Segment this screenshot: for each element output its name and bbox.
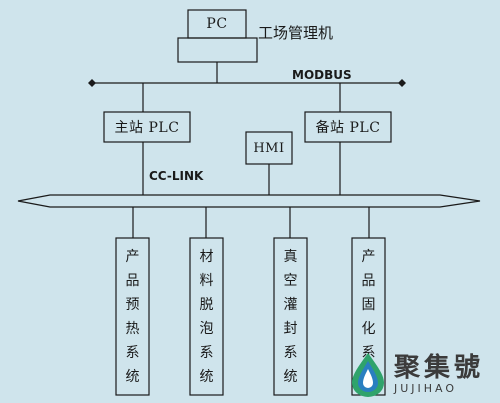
subsystem-box-2 [189, 237, 224, 396]
subsystem-label-char: 产 [361, 248, 376, 265]
subsystem-label-char: 化 [361, 320, 376, 337]
backup-plc-box [304, 111, 392, 143]
watermark-cn: 聚集號 [394, 352, 485, 383]
master-plc-label: 主站 PLC [114, 120, 180, 136]
subsystem-label-char: 品 [361, 272, 376, 289]
pc-base-box [177, 37, 258, 63]
subsystem-label-char: 系 [361, 344, 376, 361]
cclink-bus-arrow [17, 194, 481, 208]
subsystem-box-3 [273, 237, 308, 396]
subsystem-label-char: 预 [125, 296, 140, 313]
subsystem-label-char: 泡 [199, 320, 214, 337]
subsystem-label-char: 灌 [283, 296, 298, 313]
subsystem-label-char: 料 [199, 272, 214, 289]
subsystem-label-char: 产 [125, 248, 140, 265]
subsystem-label-char: 脱 [199, 296, 214, 313]
modbus-label: MODBUS [292, 68, 352, 82]
hmi-label: HMI [253, 140, 285, 156]
subsystem-box-1 [115, 237, 150, 396]
modbus-right-diamond [398, 79, 406, 87]
watermark-en: JUJIHAO [394, 381, 458, 395]
droplet-logo-icon [352, 353, 384, 397]
pc-label: PC [206, 16, 228, 32]
subsystem-label-char: 系 [283, 344, 298, 361]
subsystem-label-char: 材 [199, 248, 214, 265]
pc-caption: 工场管理机 [258, 24, 334, 42]
subsystem-label-char: 真 [283, 248, 298, 265]
subsystem-label-char: 系 [125, 344, 140, 361]
master-plc-box [103, 111, 191, 143]
subsystem-label-char: 品 [125, 272, 140, 289]
subsystem-label-char: 统 [199, 368, 214, 385]
backup-plc-label: 备站 PLC [315, 120, 381, 136]
cclink-label: CC-LINK [149, 169, 204, 183]
modbus-left-diamond [88, 79, 96, 87]
subsystem-label-3: 真空灌封系统 [274, 238, 307, 395]
subsystem-label-char: 封 [283, 320, 298, 337]
subsystem-label-char: 系 [199, 344, 214, 361]
watermark: 聚集號 JUJIHAO [348, 348, 498, 400]
subsystem-label-char: 统 [283, 368, 298, 385]
subsystem-label-char: 空 [283, 272, 298, 289]
subsystem-label-char: 统 [125, 368, 140, 385]
subsystem-label-2: 材料脱泡系统 [190, 238, 223, 395]
subsystem-label-char: 固 [361, 296, 376, 313]
subsystem-label-char: 热 [125, 320, 140, 337]
subsystem-label-1: 产品预热系统 [116, 238, 149, 395]
